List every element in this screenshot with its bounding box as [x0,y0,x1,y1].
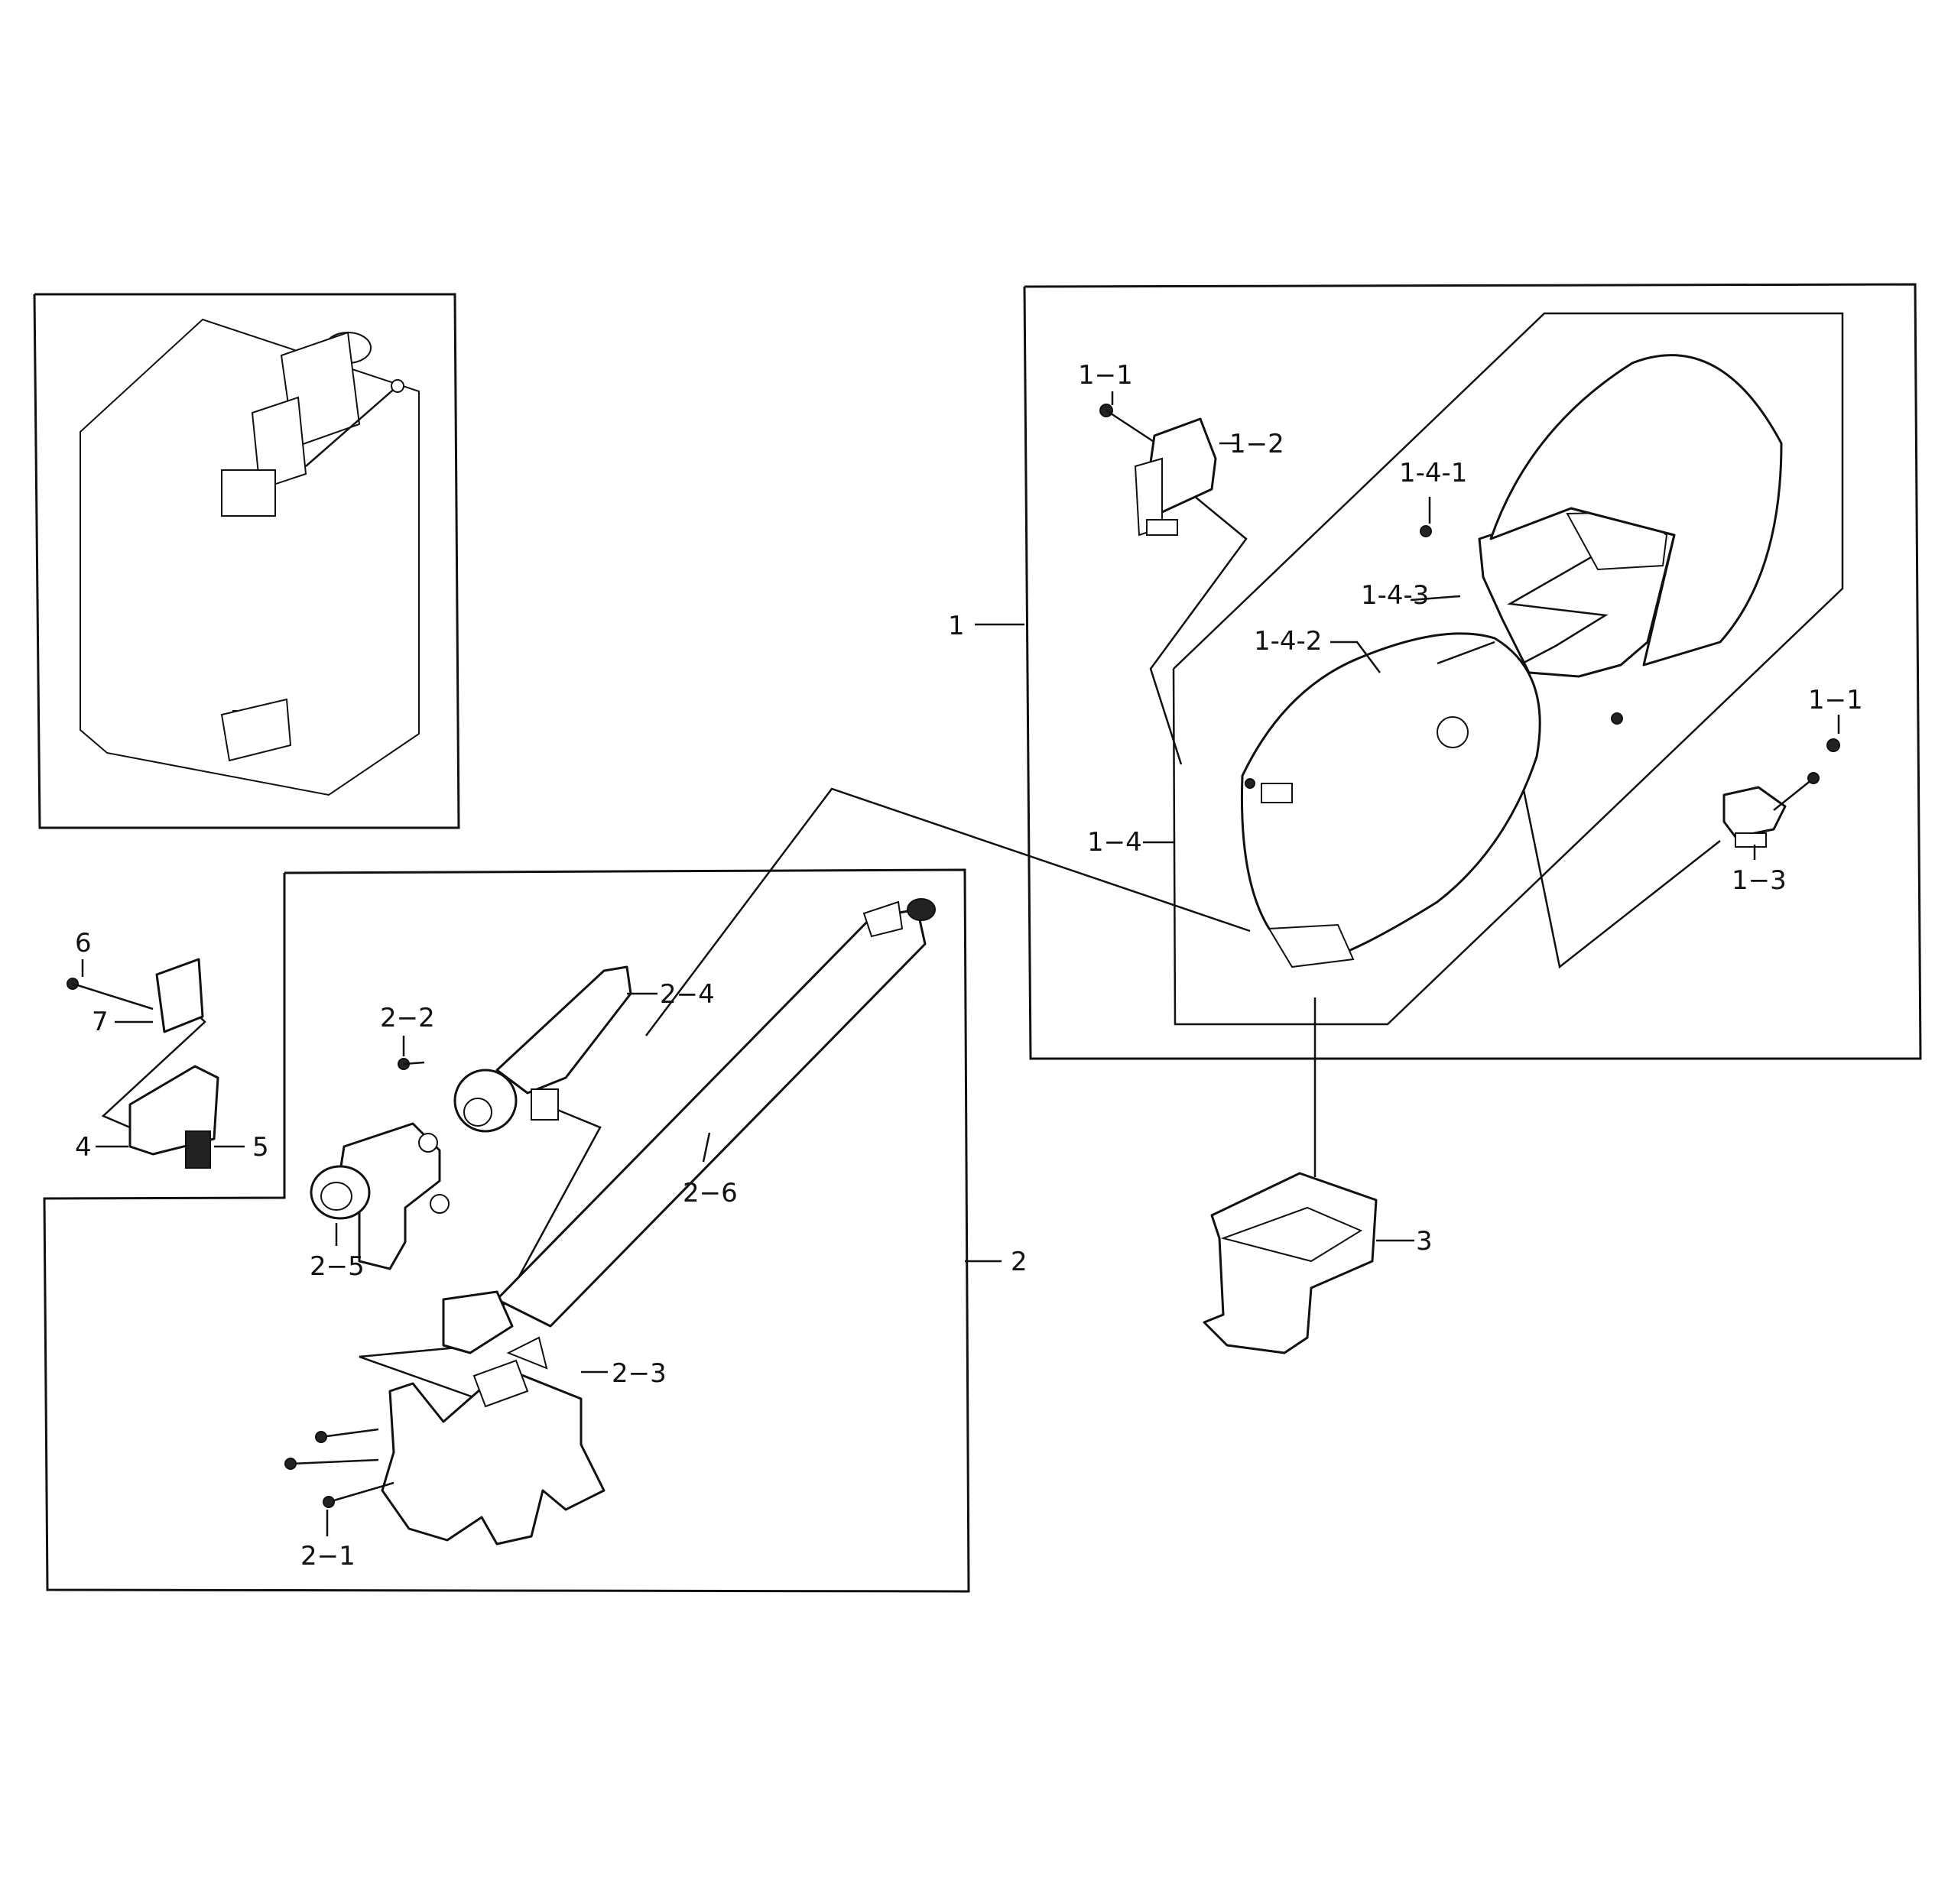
callout-1-4-2: 1-4-2 [1254,626,1322,657]
ignitor-2-4-icon [453,965,657,1133]
callout-5: 5 [252,1132,269,1163]
callout-1-4: 1−4 [1087,827,1142,858]
callout-1-1-right: 1−1 [1808,685,1863,715]
ignitor-element-5-icon [185,1130,245,1169]
callout-1-3: 1−3 [1732,865,1787,896]
callout-1-4-3: 1-4-3 [1361,580,1429,611]
burner-bracket-2-3-icon [284,1336,608,1546]
callout-1-2: 1−2 [1229,429,1284,459]
callout-2-2: 2−2 [380,1003,435,1033]
callout-1: 1 [948,611,965,641]
callout-2-6: 2−6 [683,1178,738,1208]
section-1 [975,283,1922,1060]
parts-4-7 [67,958,245,1169]
callout-2-4: 2−4 [660,979,715,1010]
burner-tube-2-6-icon [442,898,936,1354]
screw-2-2-icon [398,1036,425,1070]
section-2 [43,787,1251,1593]
combustion-chamber-1-4-icon [1240,354,1783,968]
callout-1-4-1: 1-4-1 [1399,458,1467,488]
callout-7: 7 [92,1007,109,1037]
callout-2-1: 2−1 [300,1541,356,1572]
flame-sensor-1-3-icon [1722,738,1840,848]
callout-2-5: 2−5 [310,1251,365,1282]
callout-6: 6 [75,928,92,958]
callout-1-1-top: 1−1 [1078,360,1133,391]
clip-7-icon [115,958,204,1033]
screw-6-icon [67,959,154,1010]
callout-2: 2 [1011,1247,1028,1277]
overview-inset [33,293,460,829]
bracket-1-2-icon [1134,417,1217,537]
overview-assembly-icon [220,331,404,762]
callout-3: 3 [1416,1226,1433,1257]
callout-2-3: 2−3 [612,1358,667,1389]
callout-labels: 1 1−1 1−2 1-4-1 1-4-3 1-4-2 1−1 1−4 1−3 … [75,360,1863,1572]
mounting-bracket-3-icon [1203,997,1414,1354]
callout-4: 4 [75,1132,92,1163]
gas-valve-2-5-icon [310,1122,450,1270]
